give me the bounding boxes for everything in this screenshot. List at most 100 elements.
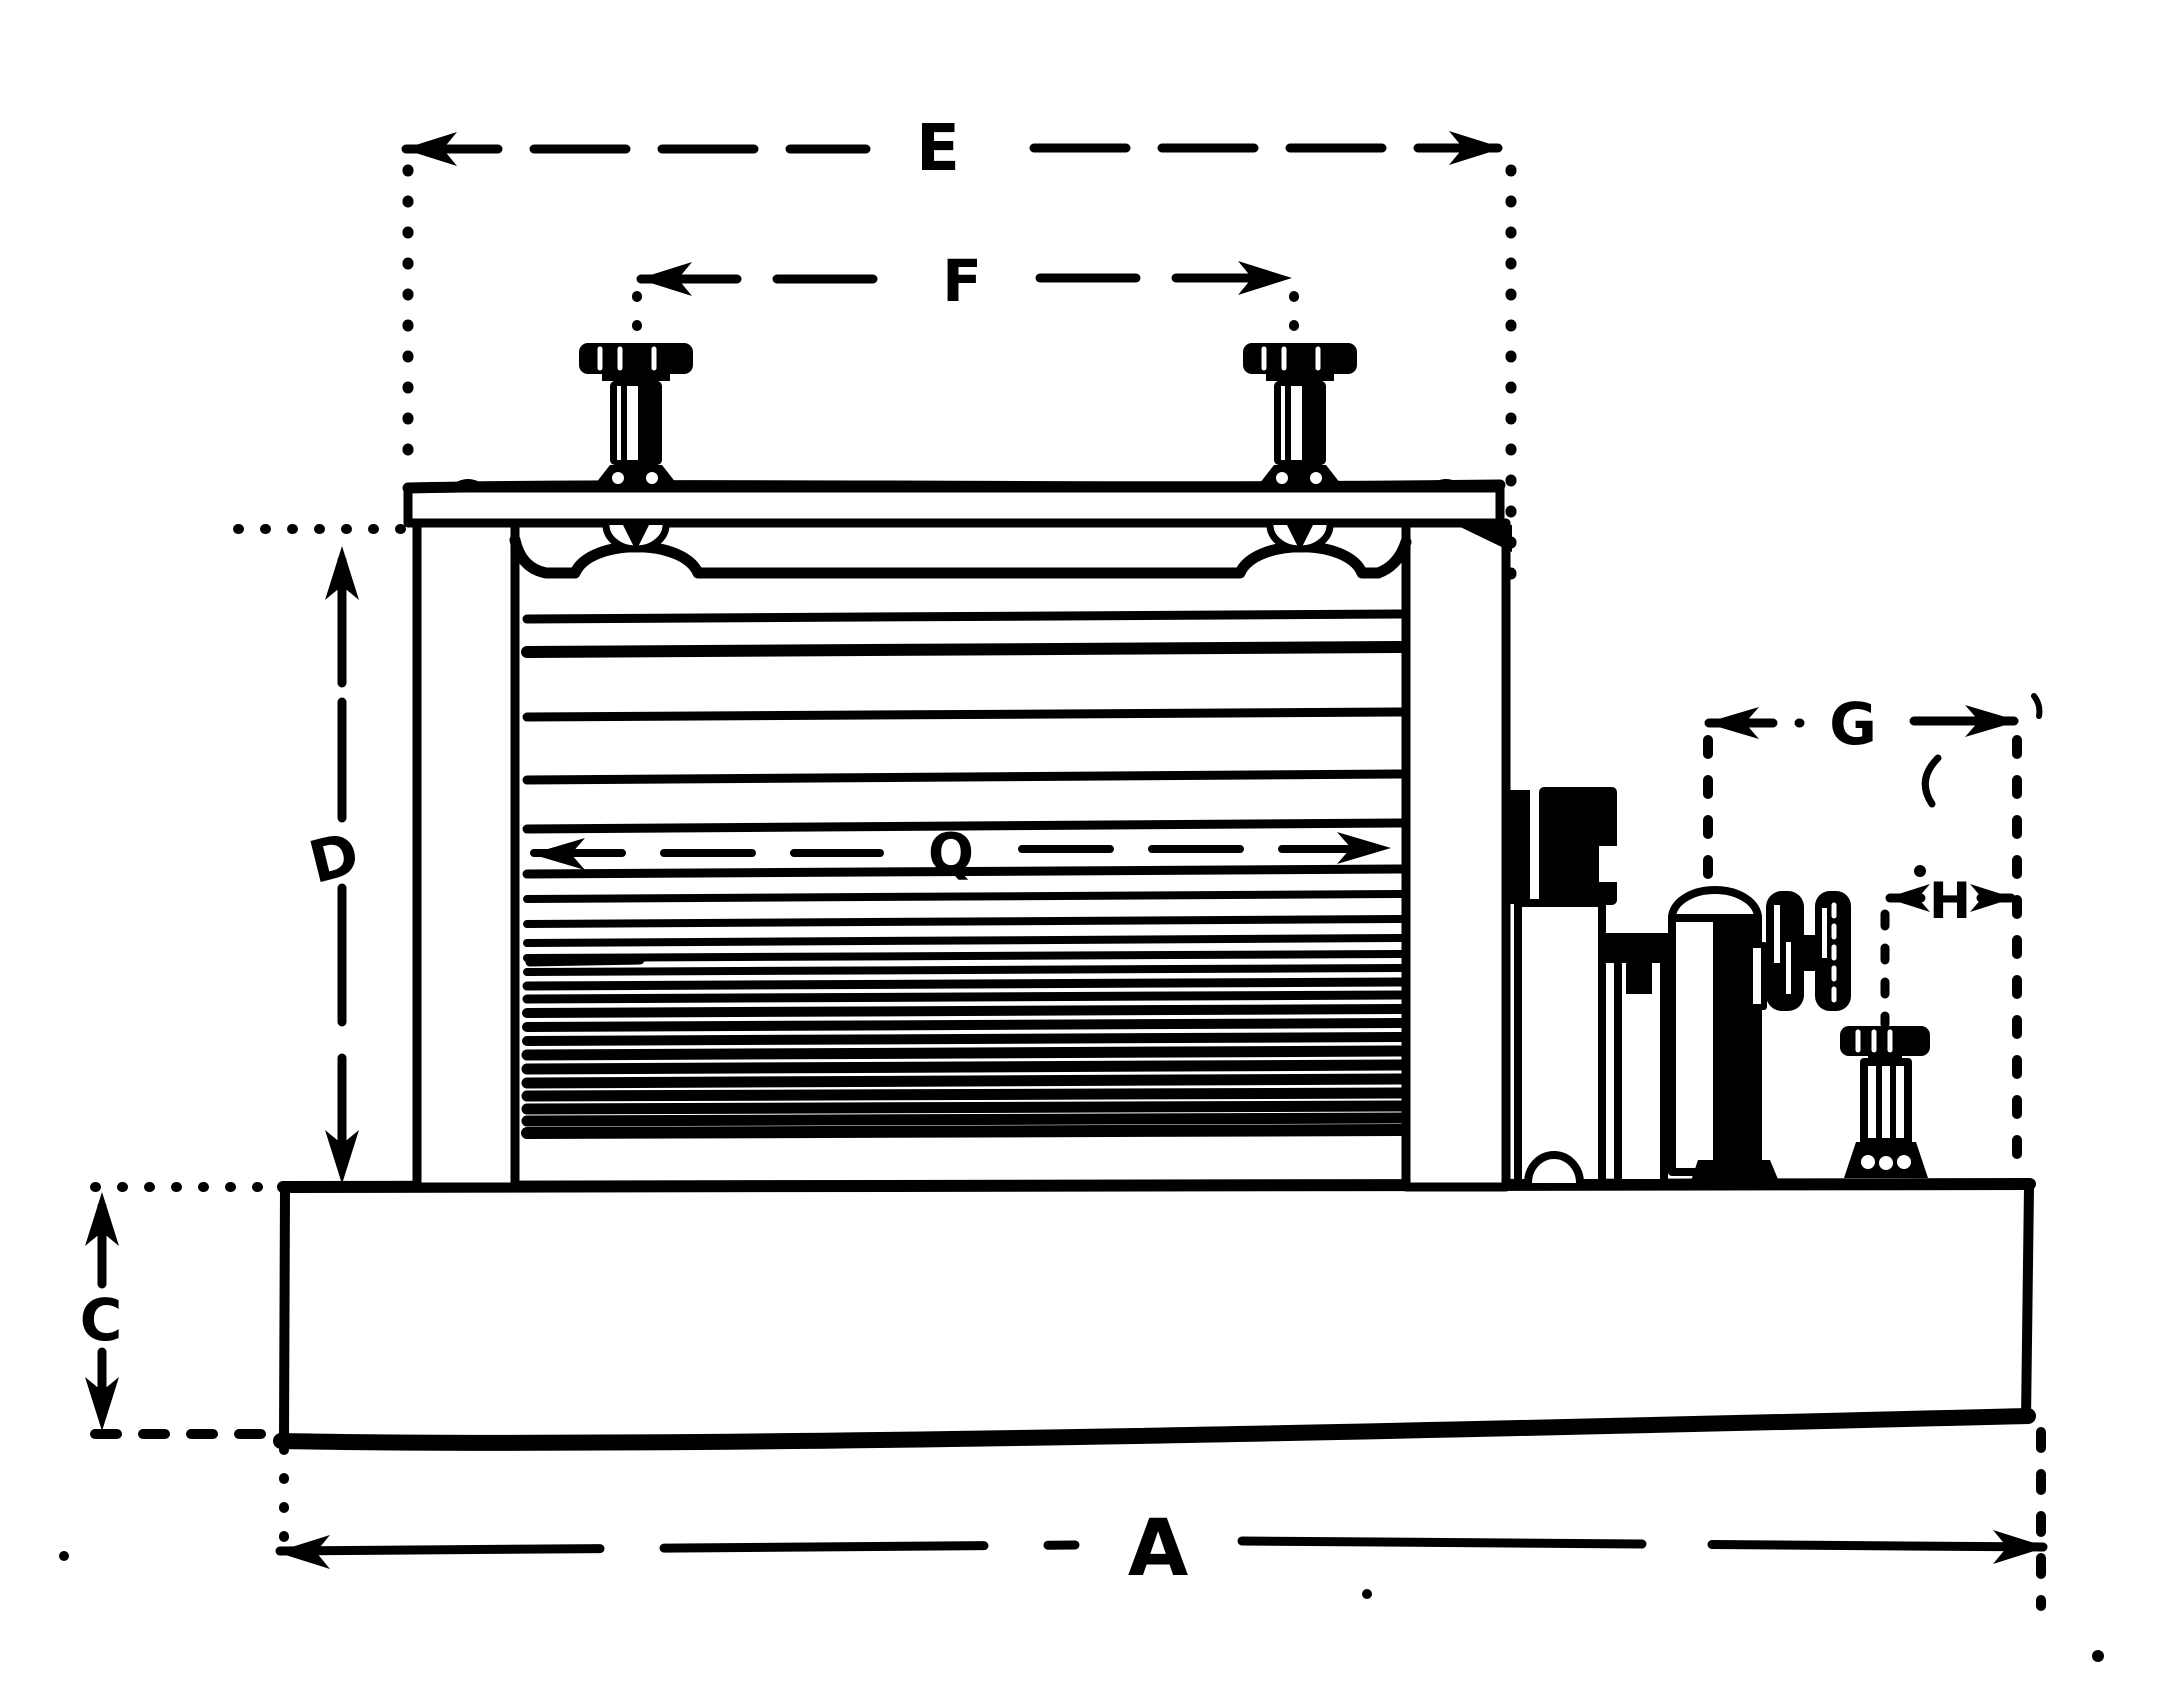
knob-neck <box>1803 935 1815 971</box>
winding-line <box>522 1018 1408 1032</box>
post-nut-underside <box>602 374 670 381</box>
skirt-facet <box>1897 1155 1911 1169</box>
ink-tick-mark <box>2031 693 2043 719</box>
winding-line <box>523 964 1407 976</box>
binding-post-left <box>579 343 693 488</box>
arrowhead-right <box>1970 884 2014 912</box>
coil-top-plate <box>402 479 1512 552</box>
arrowhead-left <box>531 838 585 870</box>
dim-A-line-left <box>275 1540 1080 1556</box>
arrowhead-right <box>1449 131 1503 165</box>
winding-line <box>522 977 1408 991</box>
dimension-C: C <box>80 1182 285 1439</box>
post-slot-line <box>1890 1066 1896 1140</box>
dimension-H: H <box>1880 872 2016 1029</box>
contact-pillar-dome <box>1668 886 1762 922</box>
base-bottom-edge <box>273 1408 2036 1451</box>
knob-highlight <box>1774 905 1780 963</box>
base-top-edge <box>277 1178 2036 1193</box>
post-knurled-nut <box>579 343 693 374</box>
arrowhead-down <box>85 1377 119 1431</box>
post-screw-points <box>602 521 1334 553</box>
dim-A-line-right <box>1237 1536 2048 1552</box>
dim-label-a: A <box>1128 1504 1188 1594</box>
column-foot-dome <box>1524 1151 1584 1187</box>
binding-post-right <box>1243 343 1357 488</box>
winding-line <box>522 864 1408 879</box>
winding-line <box>522 818 1408 834</box>
post-body <box>1860 1058 1912 1146</box>
ink-speck <box>2092 1650 2104 1662</box>
winding-line <box>523 950 1407 962</box>
ink-speck <box>1914 865 1926 877</box>
arrowhead-left <box>638 262 692 296</box>
post-knurled-nut <box>1840 1026 1930 1056</box>
skirt-facet <box>646 472 658 484</box>
winding-line <box>522 769 1408 785</box>
spring-clamp-block <box>1539 787 1617 905</box>
plate-screw-head-left <box>448 479 488 488</box>
armature-stub <box>1626 962 1652 994</box>
winding-line <box>522 707 1408 722</box>
plate-screw-head-right <box>1426 479 1466 488</box>
arrowhead-down <box>325 1130 359 1184</box>
coil-windings <box>521 609 1409 1139</box>
plate-right-shadow-wedge <box>1452 523 1512 552</box>
arrowhead-left <box>403 132 457 166</box>
dim-label-c: C <box>80 1286 123 1354</box>
skirt-facet <box>612 472 624 484</box>
skirt-facet <box>1861 1155 1875 1169</box>
post-knurled-nut <box>1243 343 1357 374</box>
arrowhead-left <box>1886 884 1930 912</box>
ink-speck <box>1362 1589 1372 1599</box>
post-body-slot <box>627 386 638 460</box>
winding-line <box>522 1032 1408 1046</box>
coil-right-cheek <box>1401 518 1511 1192</box>
skirt-facet <box>1276 472 1288 484</box>
support-column <box>1514 899 1606 1187</box>
base-left-edge <box>279 1182 290 1443</box>
base-right-edge <box>2021 1181 2034 1424</box>
knob-highlight <box>1786 942 1791 994</box>
dim-label-q: Q <box>928 822 974 885</box>
dim-label-h: H <box>1929 872 1971 930</box>
scan-ink-specks <box>59 693 2104 1662</box>
arrowhead-right <box>1238 261 1292 295</box>
coil-head-bracket <box>509 534 1412 579</box>
base-body <box>284 1187 2030 1435</box>
bracket-strip <box>1504 790 1530 904</box>
dimension-Q: Q <box>530 822 1392 885</box>
screw-point-right <box>1287 525 1313 551</box>
post-nut-underside <box>1266 374 1334 381</box>
winding-line <box>522 1004 1408 1018</box>
skirt-facet <box>1310 472 1322 484</box>
winding-line <box>523 934 1407 947</box>
post-body-slot <box>1291 386 1302 460</box>
arrowhead-left <box>276 1535 330 1569</box>
winding-line <box>521 1059 1409 1075</box>
dim-label-g: G <box>1829 690 1877 758</box>
skirt-facet <box>1879 1156 1893 1170</box>
dimension-A: A <box>275 1427 2048 1611</box>
dim-label-f: F <box>942 247 982 315</box>
adjusting-knob-1 <box>1766 891 1804 1011</box>
winding-line <box>522 609 1408 624</box>
top-plate-board <box>403 483 1505 528</box>
clamp-notch <box>1599 846 1617 882</box>
vibrator-assembly <box>1504 787 1851 1187</box>
ink-stroke-mark <box>1921 754 1942 808</box>
winding-line <box>521 1112 1409 1127</box>
winding-line <box>521 1045 1409 1061</box>
arrowhead-right <box>1993 1530 2047 1564</box>
dimension-F: F <box>632 247 1299 343</box>
arrowhead-left <box>1705 707 1759 739</box>
key-binding-post <box>1840 1026 1930 1178</box>
arrowhead-right <box>1337 832 1391 864</box>
post-body-highlight <box>1281 386 1285 460</box>
coil-left-cheek <box>412 518 520 1192</box>
screw-point-left <box>623 525 649 551</box>
armature-connector <box>1598 933 1672 963</box>
winding-line <box>522 990 1408 1004</box>
